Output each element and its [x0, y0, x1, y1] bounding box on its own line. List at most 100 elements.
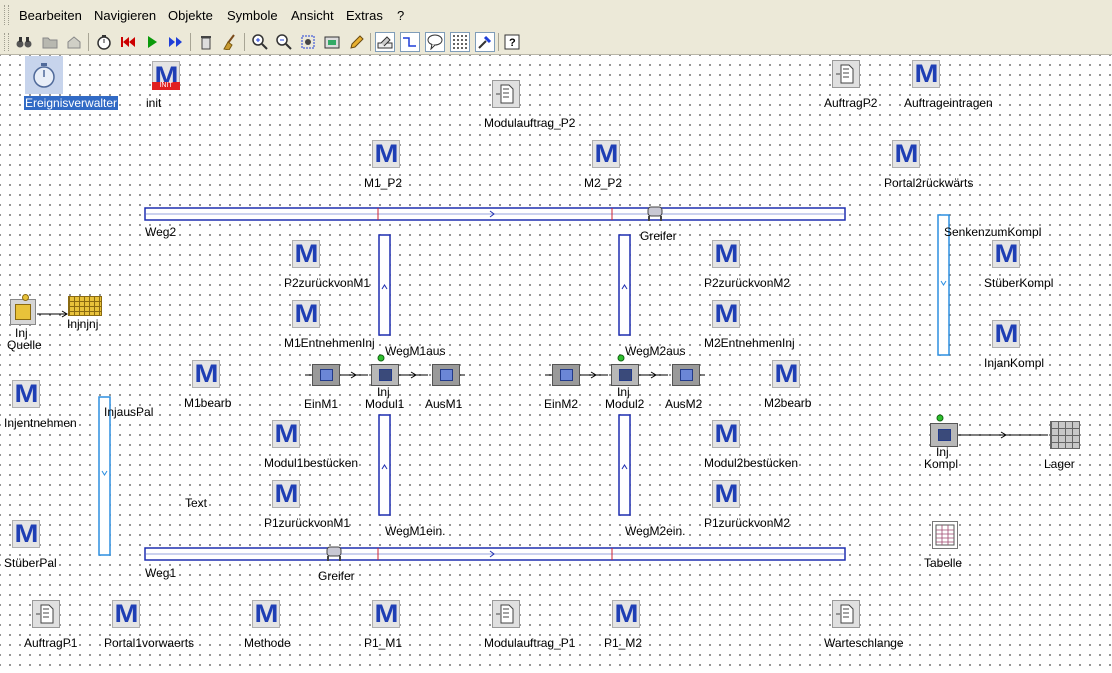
senkenzumkompl-label: SenkenzumKompl	[944, 225, 1042, 239]
wegm1aus-track[interactable]	[378, 234, 391, 336]
greifer1-icon[interactable]	[326, 546, 342, 561]
ausm1-block[interactable]	[432, 364, 460, 386]
m1-p2-method-icon[interactable]: M	[372, 140, 400, 168]
menubar-grip[interactable]	[4, 5, 9, 25]
pencil-icon[interactable]	[346, 32, 366, 52]
modul2-block[interactable]	[611, 364, 639, 386]
m1bearb-method-icon[interactable]: M	[192, 360, 220, 388]
portal1vorwaerts-method-icon[interactable]: M	[112, 600, 140, 628]
p1zurueckvonm1-method-icon[interactable]: M	[272, 480, 300, 508]
weg1-label: Weg1	[145, 566, 177, 580]
wegm2aus-track[interactable]	[618, 234, 631, 336]
modul2bestuecken-method-icon[interactable]: M	[712, 420, 740, 448]
lager-store-icon[interactable]	[1050, 421, 1080, 449]
toolbar-grip[interactable]	[4, 33, 9, 51]
tool-icon[interactable]	[475, 32, 495, 52]
binoculars-icon[interactable]	[14, 32, 34, 52]
menu-help[interactable]: ?	[397, 8, 405, 23]
stueberkompl-label: StüberKompl	[984, 276, 1054, 290]
menu-bearbeiten[interactable]: Bearbeiten	[19, 8, 82, 23]
weg1-track[interactable]	[144, 547, 846, 561]
senkenzumkompl-track[interactable]	[937, 214, 950, 356]
p2zurueckvonm2-method-icon[interactable]: M	[712, 240, 740, 268]
wegm1aus-label: WegM1aus	[385, 344, 446, 358]
stueberpal-method-icon[interactable]: M	[12, 520, 40, 548]
einm2-block[interactable]	[552, 364, 580, 386]
zoom-out-icon[interactable]	[274, 32, 294, 52]
weg2-track[interactable]	[144, 207, 846, 221]
modul1bestuecken-method-icon[interactable]: M	[272, 420, 300, 448]
m1entnehmeninj-label: M1EntnehmenInj	[284, 336, 375, 350]
menu-extras[interactable]: Extras	[346, 8, 383, 23]
modul2bestuecken-label: Modul2bestücken	[704, 456, 799, 470]
injauspal-track[interactable]	[98, 396, 111, 556]
help-icon[interactable]: ?	[502, 32, 522, 52]
modulauftrag-p1-label: Modulauftrag_P1	[484, 636, 576, 650]
injankompl-label: InjanKompl	[984, 356, 1045, 370]
ausm2-block[interactable]	[672, 364, 700, 386]
m2bearb-method-icon[interactable]: M	[772, 360, 800, 388]
wegm1ein-track[interactable]	[378, 414, 391, 516]
warteschlange-icon[interactable]	[832, 600, 860, 628]
portal1vorwaerts-label: Portal1vorwaerts	[104, 636, 195, 650]
home-icon[interactable]	[64, 32, 84, 52]
fast-forward-icon[interactable]	[166, 32, 186, 52]
wegm2ein-label: WegM2ein.	[625, 524, 686, 538]
delete-icon[interactable]	[196, 32, 216, 52]
comment-icon[interactable]	[425, 32, 445, 52]
auftrageintragen-method-icon[interactable]: M	[912, 60, 940, 88]
methode-method-icon[interactable]: M	[252, 600, 280, 628]
init-badge: INIT	[152, 82, 180, 90]
save-image-icon[interactable]	[322, 32, 342, 52]
p2zurueckvonm1-label: P2zurückvonM1	[284, 276, 371, 290]
zoom-fit-icon[interactable]	[298, 32, 318, 52]
wegm2ein-track[interactable]	[618, 414, 631, 516]
m1entnehmeninj-method-icon[interactable]: M	[292, 300, 320, 328]
tabelle-icon[interactable]	[932, 521, 958, 549]
injentnehmen-method-icon[interactable]: M	[12, 380, 40, 408]
auftragp1-icon[interactable]	[32, 600, 60, 628]
injankompl-method-icon[interactable]: M	[992, 320, 1020, 348]
menu-navigieren[interactable]: Navigieren	[94, 8, 157, 23]
auftragp1-label: AuftragP1	[24, 636, 78, 650]
greifer2-icon[interactable]	[647, 206, 663, 221]
stopwatch-icon[interactable]	[94, 32, 114, 52]
stueberkompl-method-icon[interactable]: M	[992, 240, 1020, 268]
status-dot-modul2	[617, 354, 625, 362]
menu-symbole[interactable]: Symbole	[227, 8, 278, 23]
m2entnehmeninj-method-icon[interactable]: M	[712, 300, 740, 328]
ereignisverwalter-label: Ereignisverwalter	[24, 96, 119, 110]
menu-ansicht[interactable]: Ansicht	[291, 8, 334, 23]
injnjnj-buffer-icon[interactable]	[68, 296, 102, 316]
play-icon[interactable]	[142, 32, 162, 52]
modul1-block[interactable]	[371, 364, 399, 386]
folder-icon[interactable]	[40, 32, 60, 52]
model-canvas[interactable]: Ereignisverwalter M INIT init Modulauftr…	[0, 55, 1112, 673]
quelle-icon[interactable]	[10, 299, 36, 325]
auftragp2-icon[interactable]	[832, 60, 860, 88]
einm1-block[interactable]	[312, 364, 340, 386]
m2-p2-method-icon[interactable]: M	[592, 140, 620, 168]
modulauftrag-p2-icon[interactable]	[492, 80, 520, 108]
menu-objekte[interactable]: Objekte	[168, 8, 213, 23]
m2-p2-label: M2_P2	[584, 176, 623, 190]
grid-icon[interactable]	[450, 32, 470, 52]
kompl-block[interactable]	[930, 423, 958, 447]
p2zurueckvonm1-method-icon[interactable]: M	[292, 240, 320, 268]
p1zurueckvonm2-method-icon[interactable]: M	[712, 480, 740, 508]
rewind-icon[interactable]	[118, 32, 138, 52]
p2zurueckvonm2-label: P2zurückvonM2	[704, 276, 791, 290]
connector-icon[interactable]	[400, 32, 420, 52]
broom-icon[interactable]	[220, 32, 240, 52]
portal2rueck-label: Portal2rückwärts	[884, 176, 974, 190]
ereignisverwalter-icon[interactable]	[25, 56, 63, 94]
p1-m1-method-icon[interactable]: M	[372, 600, 400, 628]
zoom-in-icon[interactable]	[250, 32, 270, 52]
portal2rueck-method-icon[interactable]: M	[892, 140, 920, 168]
p1-m2-method-icon[interactable]: M	[612, 600, 640, 628]
m1bearb-label: M1bearb	[184, 396, 232, 410]
text-object-label[interactable]: Text	[185, 496, 208, 510]
edit-icon[interactable]	[375, 32, 395, 52]
modulauftrag-p1-icon[interactable]	[492, 600, 520, 628]
m2bearb-label: M2bearb	[764, 396, 812, 410]
